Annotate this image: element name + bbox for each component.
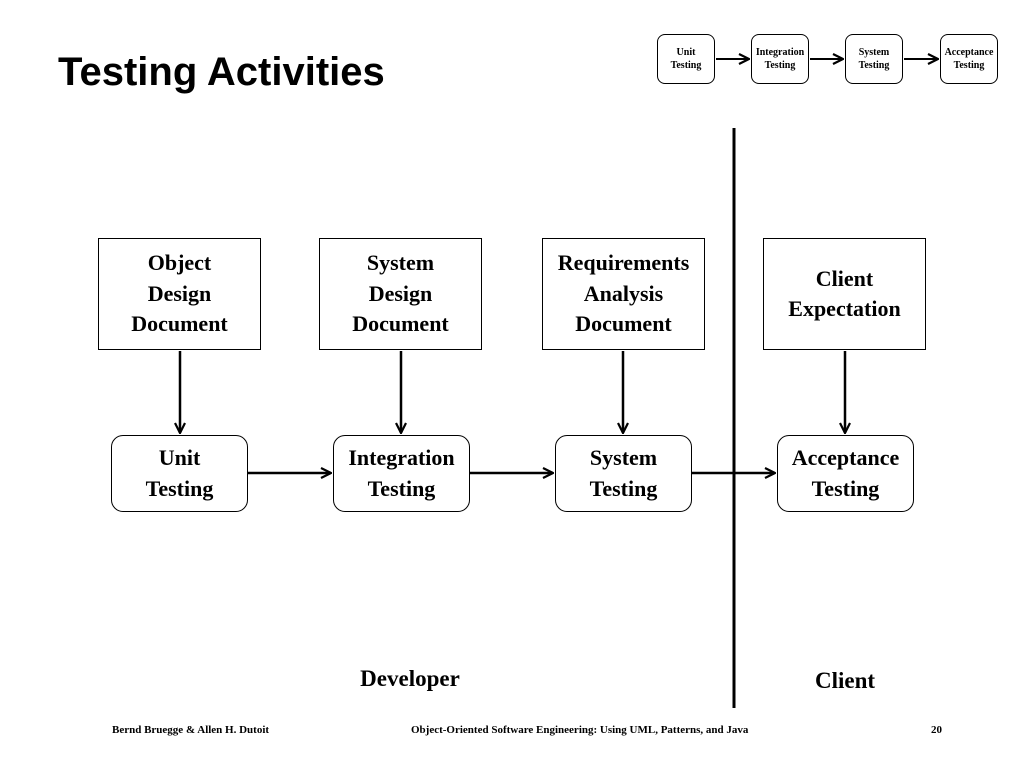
mini-unit-testing: Unit Testing — [657, 34, 715, 84]
mini-system-testing: System Testing — [845, 34, 903, 84]
mini-acceptance-testing: Acceptance Testing — [940, 34, 998, 84]
slide-title: Testing Activities — [58, 50, 385, 94]
footer-page-number: 20 — [931, 724, 942, 736]
unit-testing-box: Unit Testing — [111, 435, 248, 512]
system-testing-box: System Testing — [555, 435, 692, 512]
object-design-document-box: Object Design Document — [98, 238, 261, 350]
integration-testing-box: Integration Testing — [333, 435, 470, 512]
footer-authors: Bernd Bruegge & Allen H. Dutoit — [112, 724, 270, 736]
requirements-analysis-document-box: Requirements Analysis Document — [542, 238, 705, 350]
mini-integration-testing: Integration Testing — [751, 34, 809, 84]
developer-label: Developer — [360, 666, 460, 691]
client-label: Client — [814, 668, 876, 693]
footer-book-title: Object-Oriented Software Engineering: Us… — [411, 724, 749, 736]
client-expectation-box: Client Expectation — [763, 238, 926, 350]
acceptance-testing-box: Acceptance Testing — [777, 435, 914, 512]
system-design-document-box: System Design Document — [319, 238, 482, 350]
